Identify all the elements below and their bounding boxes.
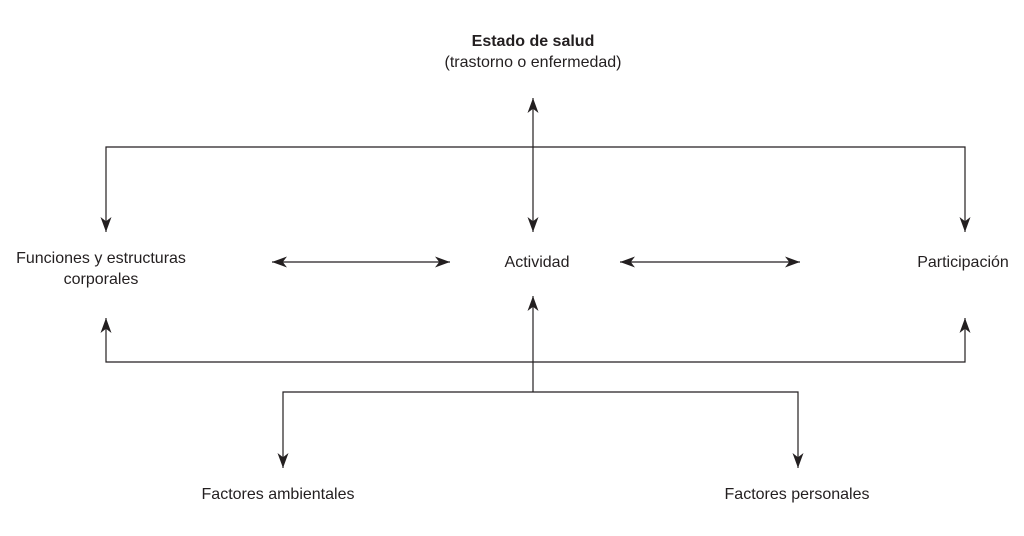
node-health-state-title: Estado de salud (471, 33, 595, 50)
node-activity: Actividad (504, 254, 570, 271)
node-participation: Participación (917, 254, 1009, 271)
node-body-functions-line2: corporales (63, 271, 139, 288)
node-body-functions: Funciones y estructuras corporales (0, 248, 211, 290)
node-personal-factors: Factores personales (724, 486, 870, 503)
arrow-health-body-participation (100, 146, 971, 232)
node-health-state-subtitle: (trastorno o enfermedad) (444, 54, 622, 71)
arrow-to-factors (277, 391, 804, 468)
node-body-functions-line1: Funciones y estructuras (16, 250, 186, 267)
node-environmental-factors: Factores ambientales (201, 486, 355, 503)
arrow-factors-body-participation (100, 318, 971, 363)
